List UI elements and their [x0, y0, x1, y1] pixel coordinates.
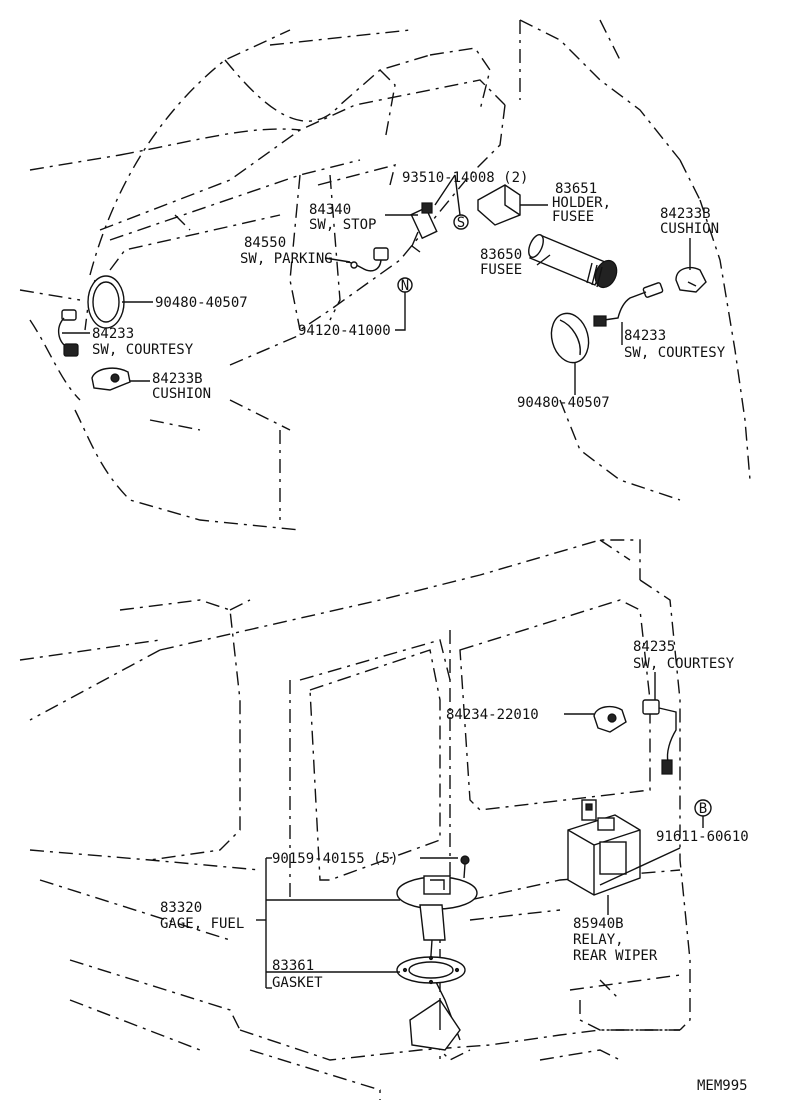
label-84233-right-number: 84233	[624, 328, 666, 344]
label-84550-name: SW, PARKING	[240, 251, 333, 267]
label-84233b-top-number: 84233B	[660, 206, 711, 222]
label-84233-right-name: SW, COURTESY	[624, 345, 726, 361]
label-84233b-left-number: 84233B	[152, 371, 203, 387]
label-83320-number: 83320	[160, 900, 202, 916]
ring-left-part	[87, 275, 125, 329]
marker-s-label: S	[457, 215, 465, 231]
label-84235-number: 84235	[633, 639, 675, 655]
relay-part	[567, 799, 641, 896]
label-84233b-top-name: CUSHION	[660, 221, 719, 237]
label-93510: 93510-14008 (2)	[402, 170, 528, 186]
label-83651-name-1: HOLDER,	[552, 195, 611, 211]
label-91611: 91611-60610	[656, 829, 749, 845]
stop-switch-part	[410, 202, 438, 253]
fusee-part	[528, 234, 618, 289]
marker-n: N	[397, 277, 413, 294]
label-84550-number: 84550	[244, 235, 286, 251]
parking-switch-part	[345, 247, 389, 272]
vehicle-rear-outline	[19, 539, 691, 1100]
label-94120: 94120-41000	[298, 323, 391, 339]
label-84233-left-name: SW, COURTESY	[92, 342, 194, 358]
label-83361-number: 83361	[272, 958, 314, 974]
label-83361-name: GASKET	[272, 975, 323, 991]
cushion-rear-part	[593, 705, 627, 733]
courtesy-switch-left-part	[57, 309, 79, 357]
cap-right-part	[550, 312, 590, 364]
label-90480-right: 90480-40507	[517, 395, 610, 411]
label-84340-number: 84340	[309, 202, 351, 218]
label-83651-number: 83651	[555, 181, 597, 197]
marker-b-label: B	[699, 801, 707, 817]
label-83651-name-2: FUSEE	[552, 209, 594, 225]
label-83650-name: FUSEE	[480, 262, 522, 278]
cushion-top-right-part	[675, 267, 707, 293]
label-85940b-name-1: RELAY,	[573, 932, 624, 948]
vehicle-interior-outline	[19, 19, 751, 531]
label-90159: 90159-40155 (5)	[272, 851, 398, 867]
marker-n-label: N	[401, 278, 409, 294]
marker-s: S	[453, 214, 469, 231]
label-84234: 84234-22010	[446, 707, 539, 723]
label-83650-number: 83650	[480, 247, 522, 263]
label-84233-left-number: 84233	[92, 326, 134, 342]
courtesy-switch-rear-part	[642, 699, 677, 775]
diagram-code: MEM995	[697, 1078, 748, 1094]
label-83320-name: GAGE, FUEL	[160, 916, 244, 932]
courtesy-switch-right-part	[593, 282, 664, 327]
sender-base-part	[409, 999, 461, 1051]
label-84235-name: SW, COURTESY	[633, 656, 735, 672]
label-85940b-name-2: REAR WIPER	[573, 948, 658, 964]
cushion-left-part	[91, 367, 131, 391]
marker-b: B	[694, 799, 712, 817]
label-85940b-number: 85940B	[573, 916, 624, 932]
label-84233b-left-name: CUSHION	[152, 386, 211, 402]
label-90480-left: 90480-40507	[155, 295, 248, 311]
gasket-part	[396, 955, 466, 985]
fusee-holder-part	[477, 184, 521, 226]
leader-lines	[62, 174, 704, 989]
screw-part	[460, 855, 470, 879]
label-84340-name: SW, STOP	[309, 217, 376, 233]
fuel-gauge-part	[396, 875, 478, 1041]
